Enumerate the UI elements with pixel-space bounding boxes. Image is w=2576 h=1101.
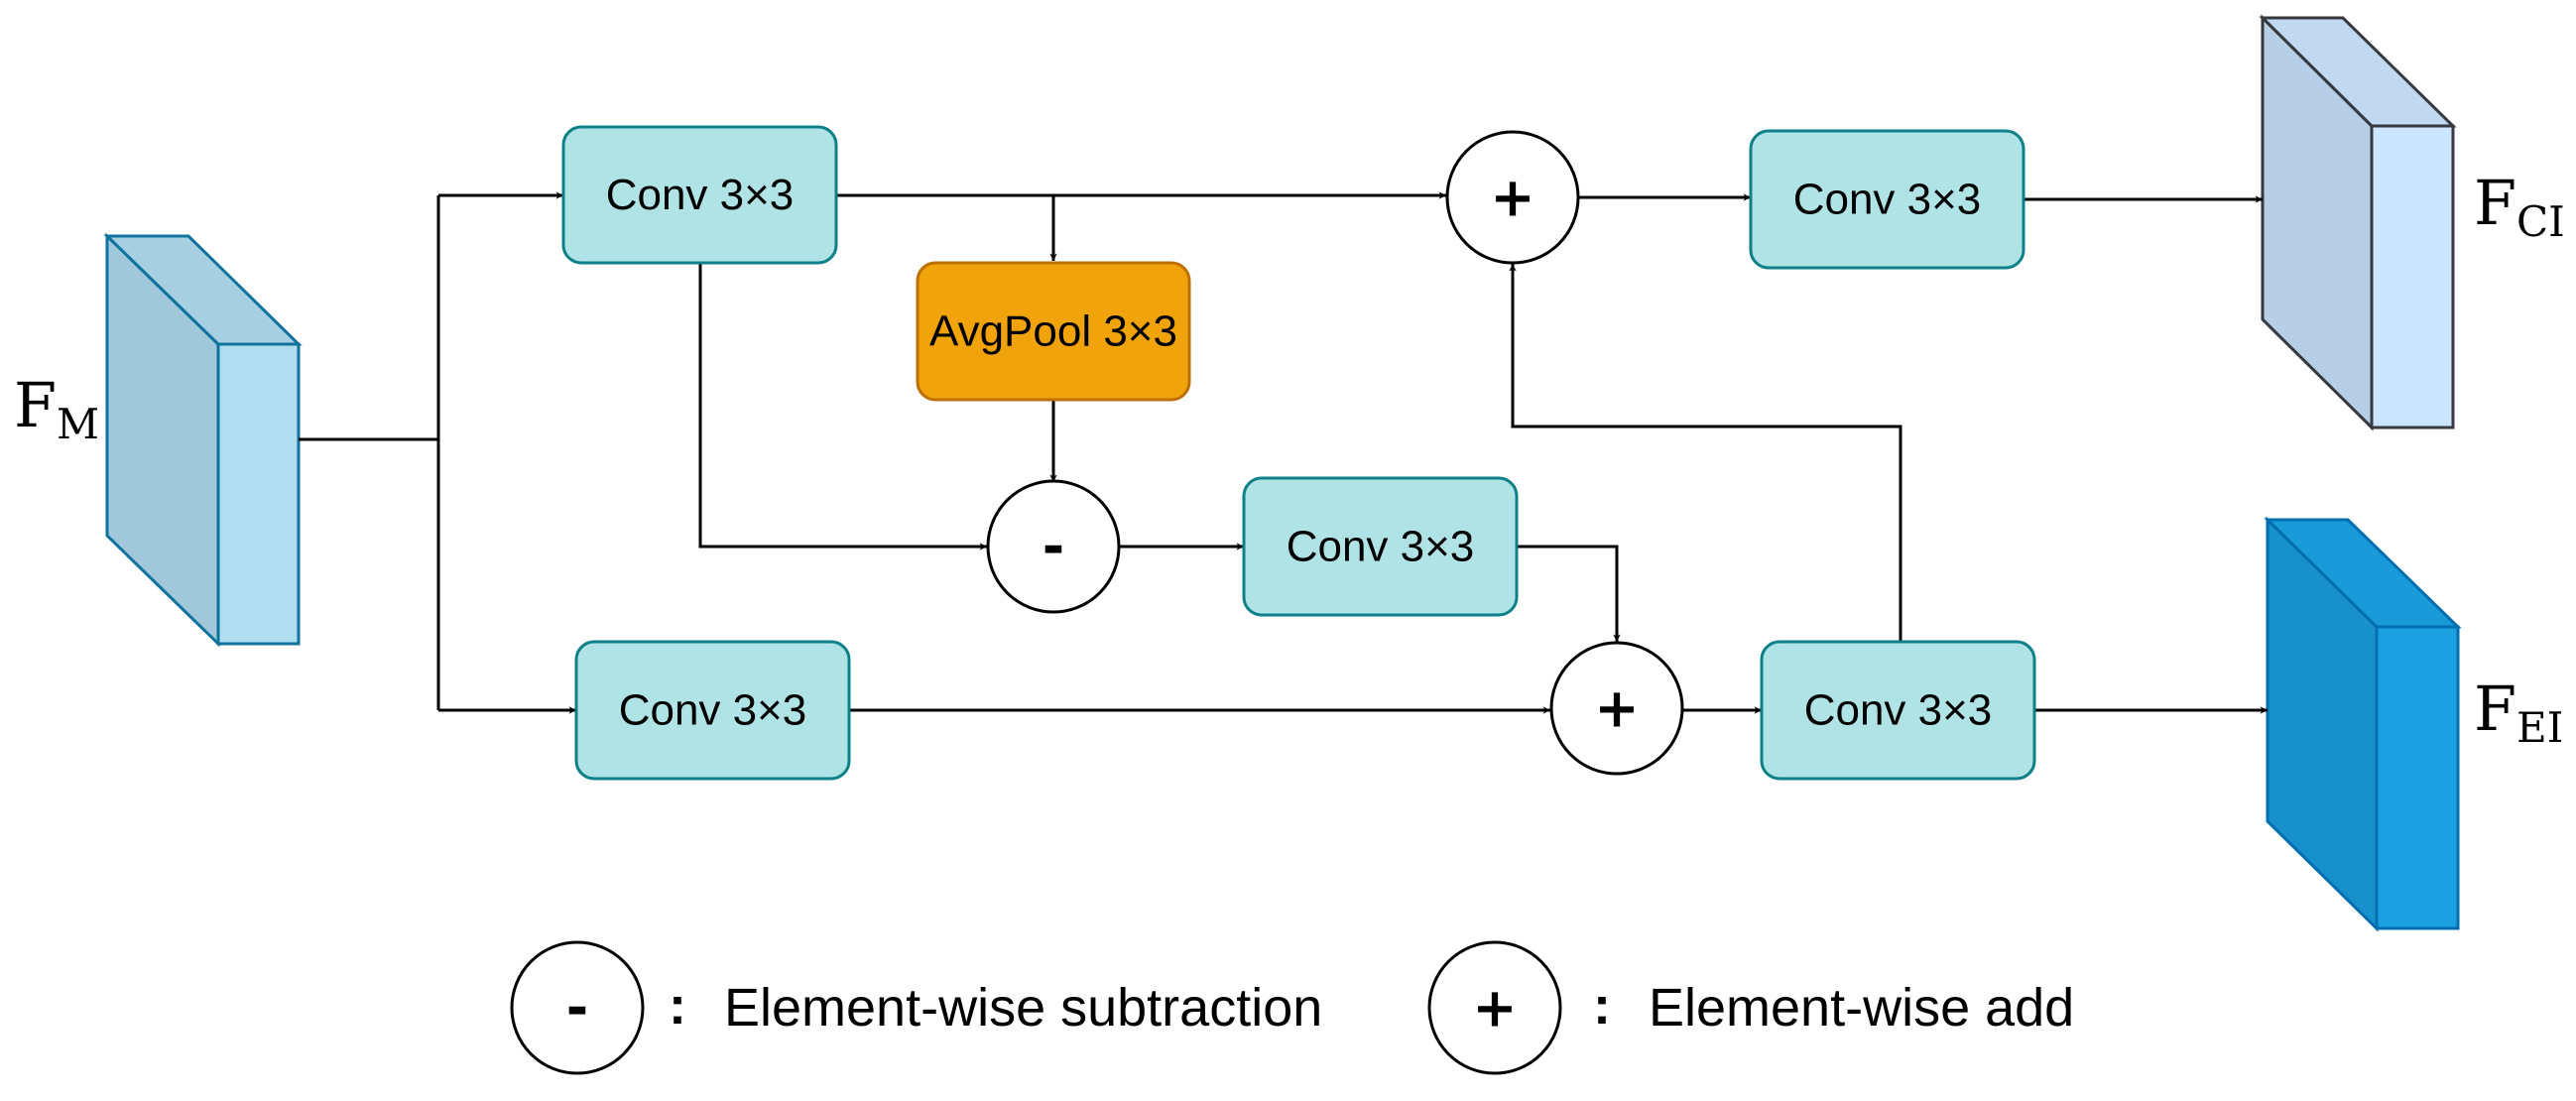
- arrow-conv-mid-to-add-bottom: [1517, 545, 1621, 642]
- add-operator-top-circle: [1445, 130, 1580, 265]
- conv-block-bottom-right-label: Conv 3×3: [1804, 686, 1993, 735]
- fm-label: FM: [14, 369, 99, 448]
- conv-block-bottom-label: Conv 3×3: [619, 686, 807, 735]
- arrow-conv-bottom-right-to-add-top: [1509, 264, 1902, 642]
- legend-sub-text: Element-wise subtraction: [724, 978, 1322, 1038]
- legend-add-colon: :: [1593, 976, 1611, 1036]
- add-operator-bottom: +: [1549, 641, 1684, 776]
- conv-block-mid: Conv 3×3: [1242, 476, 1519, 617]
- fm-label-sub: M: [57, 400, 99, 448]
- legend-sub-circle: [510, 940, 645, 1075]
- avgpool-block: AvgPool 3×3: [916, 261, 1191, 402]
- conv-block-top-right-box: [1749, 129, 2025, 270]
- sub-operator-mid-circle: [986, 479, 1121, 614]
- fei-side-face: [2375, 625, 2460, 930]
- sub-operator-mid: -: [986, 479, 1121, 614]
- fm-side-face: [216, 342, 301, 646]
- fei-label-sub: EI: [2516, 703, 2563, 752]
- conv-block-mid-label: Conv 3×3: [1287, 523, 1475, 571]
- input-feature-map-fm: [103, 232, 303, 648]
- arrow-conv-top-to-sub: [698, 263, 987, 550]
- output-feature-map-fci: [2259, 14, 2457, 431]
- sub-operator-mid-symbol: -: [1043, 516, 1064, 578]
- conv-block-top-label: Conv 3×3: [606, 171, 795, 219]
- legend-sub-symbol: -: [566, 977, 588, 1040]
- avgpool-block-box: [916, 261, 1191, 402]
- output-feature-map-fei: [2264, 516, 2462, 932]
- add-operator-top-symbol: +: [1490, 167, 1534, 229]
- conv-block-top: Conv 3×3: [561, 125, 838, 265]
- fei-label-main: F: [2474, 673, 2516, 745]
- legend-add-symbol: +: [1472, 977, 1517, 1040]
- legend-sub-colon: :: [669, 976, 686, 1036]
- conv-block-top-box: [561, 125, 838, 265]
- conv-block-bottom-right-box: [1760, 640, 2036, 781]
- fei-label: FEI: [2474, 673, 2563, 752]
- legend-add-text: Element-wise add: [1649, 978, 2074, 1038]
- fci-label-sub: CI: [2516, 197, 2565, 246]
- fci-side-face: [2370, 124, 2455, 429]
- connectors: [299, 191, 2268, 714]
- conv-block-top-right: Conv 3×3: [1749, 129, 2025, 270]
- legend: - : Element-wise subtraction + : Element…: [510, 940, 2074, 1075]
- legend-add-circle: [1427, 940, 1562, 1075]
- legend-subtraction: - : Element-wise subtraction: [510, 940, 1322, 1075]
- legend-add: + : Element-wise add: [1427, 940, 2074, 1075]
- conv-block-bottom: Conv 3×3: [574, 640, 851, 781]
- fm-label-main: F: [14, 369, 57, 441]
- avgpool-block-label: AvgPool 3×3: [929, 307, 1177, 356]
- conv-block-bottom-box: [574, 640, 851, 781]
- conv-block-bottom-right: Conv 3×3: [1760, 640, 2036, 781]
- add-operator-bottom-circle: [1549, 641, 1684, 776]
- conv-block-mid-box: [1242, 476, 1519, 617]
- add-operator-bottom-symbol: +: [1594, 677, 1639, 740]
- fci-label: FCI: [2474, 167, 2565, 246]
- add-operator-top: +: [1445, 130, 1580, 265]
- conv-block-top-right-label: Conv 3×3: [1793, 176, 1982, 224]
- fci-label-main: F: [2474, 167, 2516, 239]
